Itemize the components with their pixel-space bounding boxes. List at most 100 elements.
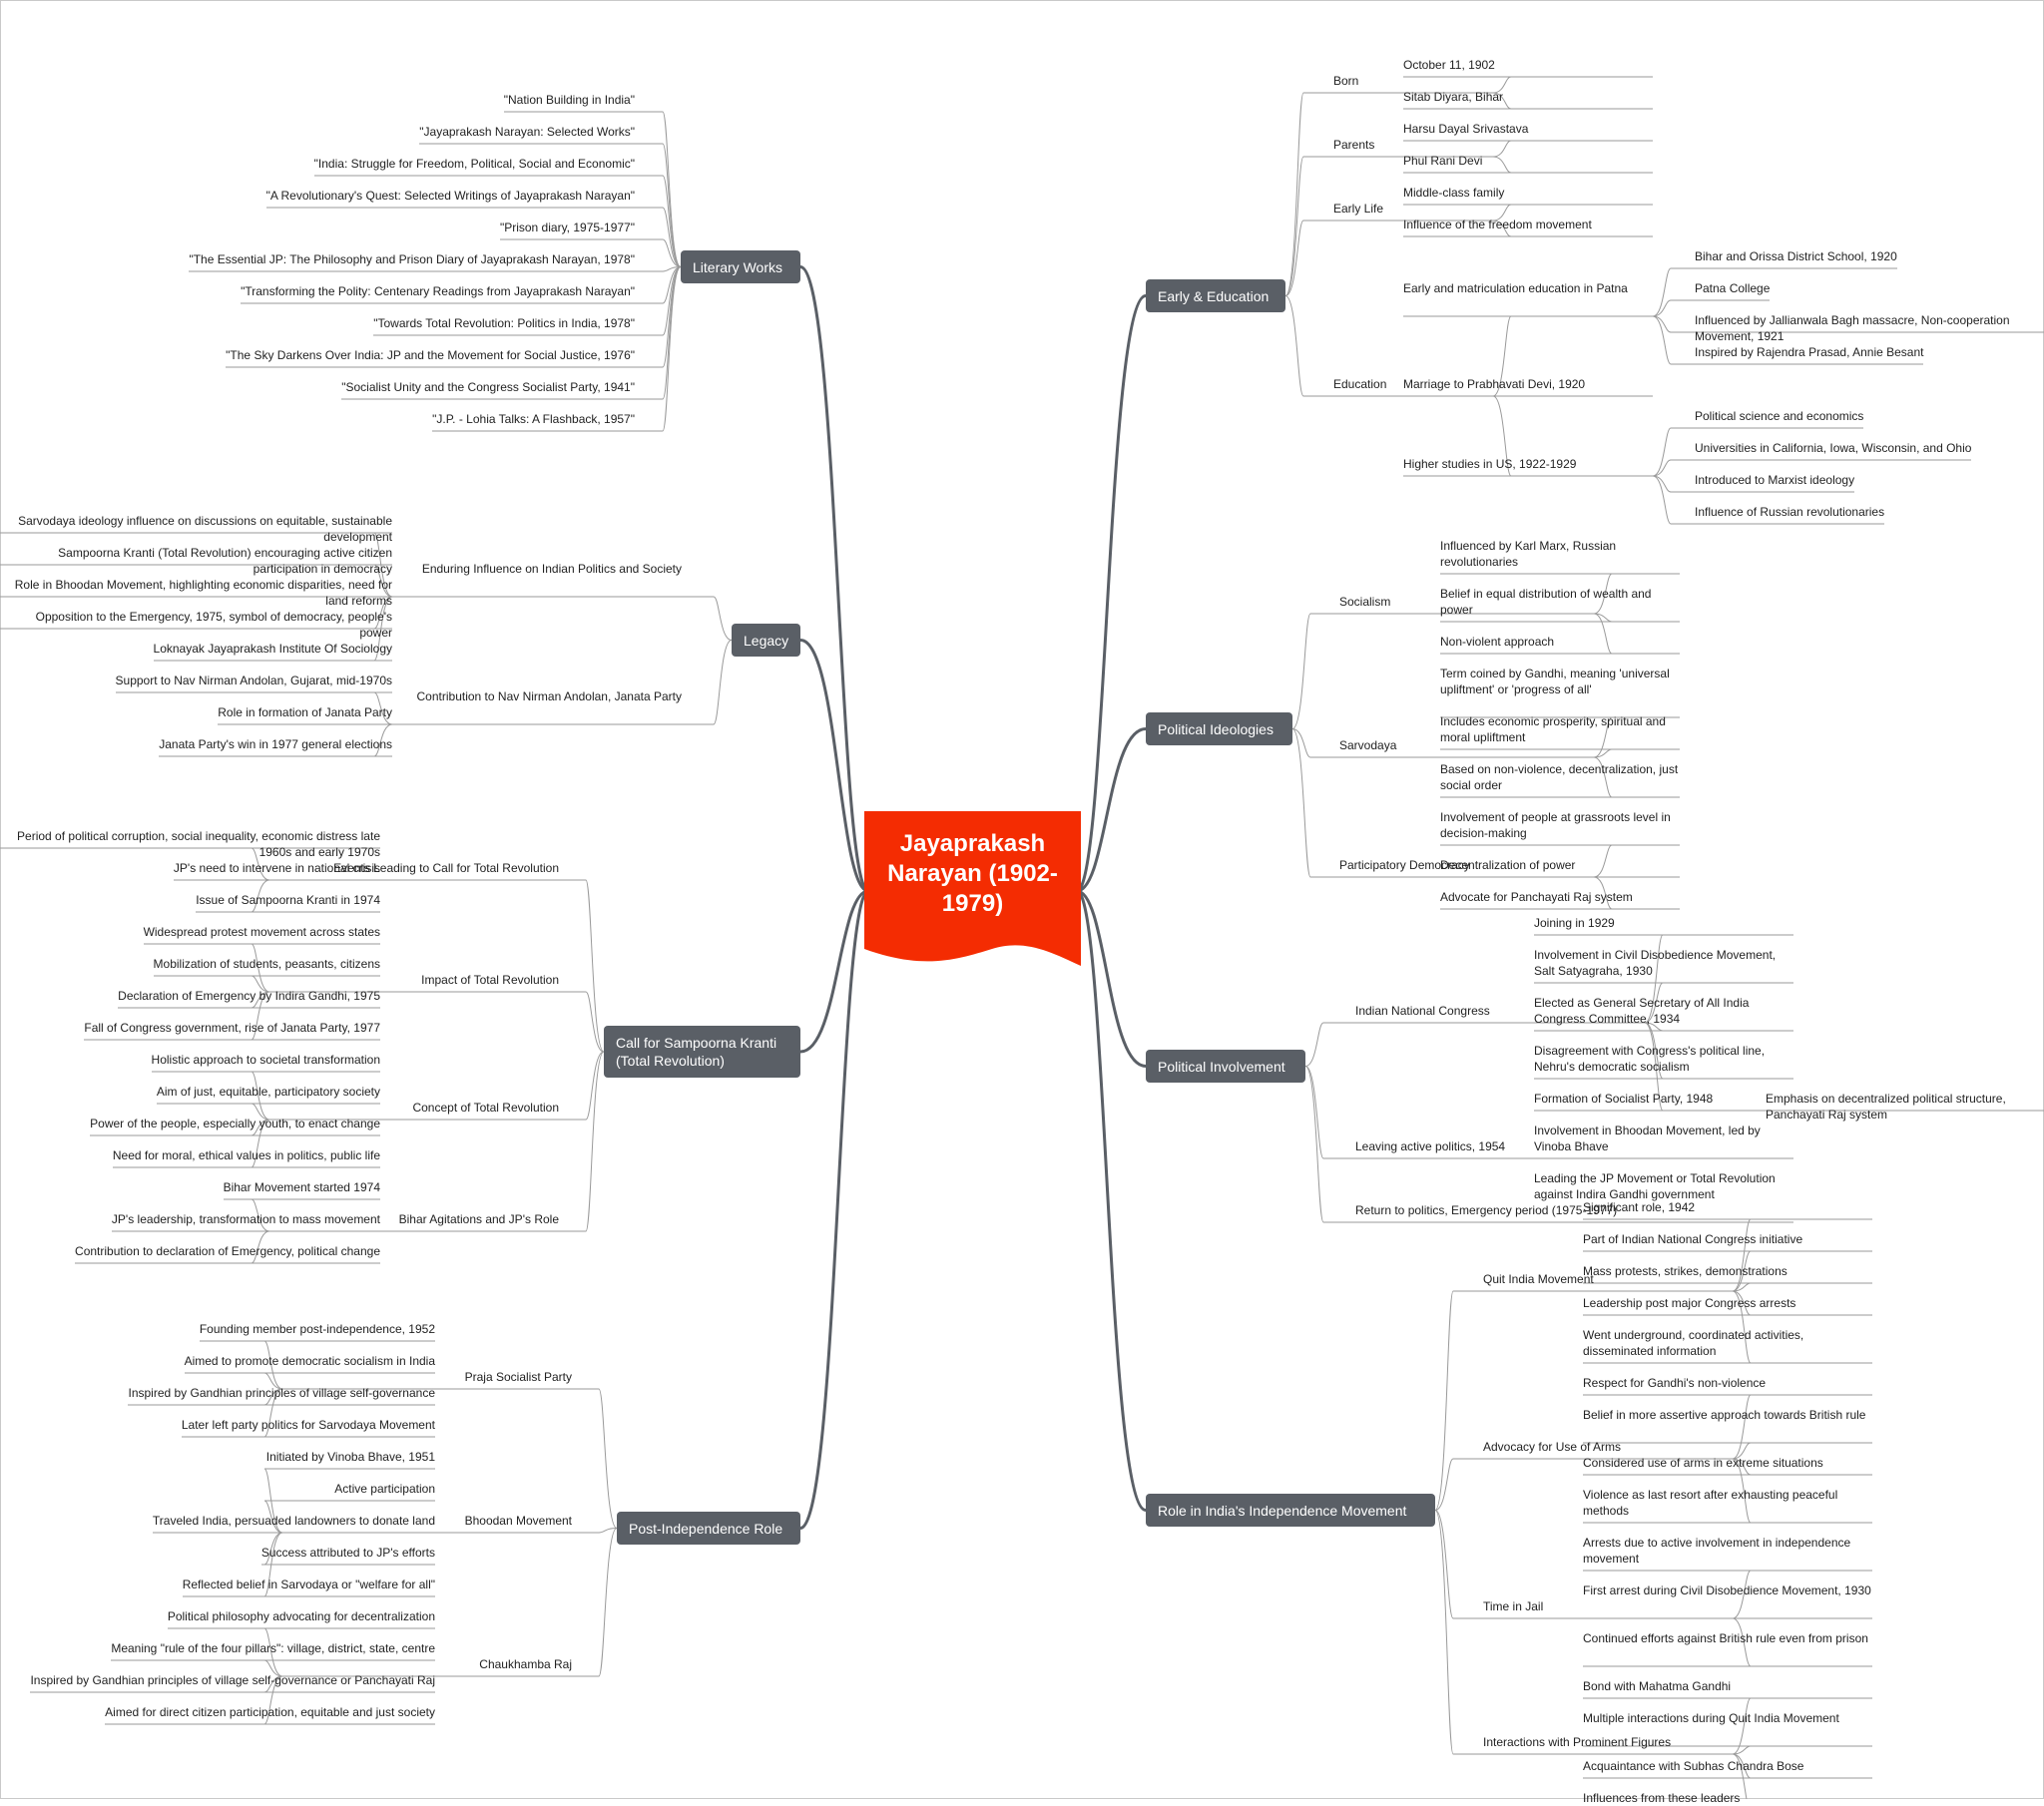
node-label[interactable]: Period of political corruption, social i… <box>17 829 380 859</box>
node-label[interactable]: Part of Indian National Congress initiat… <box>1583 1232 1803 1246</box>
node-label[interactable]: Sampoorna Kranti (Total Revolution) enco… <box>58 546 392 576</box>
node-label[interactable]: "Nation Building in India" <box>503 93 635 107</box>
node-label[interactable]: Influences from these leaders <box>1583 1791 1741 1805</box>
node-label[interactable]: Chaukhamba Raj <box>479 1657 572 1671</box>
node-label[interactable]: Opposition to the Emergency, 1975, symbo… <box>35 610 392 640</box>
node-label[interactable]: "J.P. - Lohia Talks: A Flashback, 1957" <box>432 412 635 426</box>
node-label[interactable]: First arrest during Civil Disobedience M… <box>1583 1583 1871 1597</box>
node-label[interactable]: Formation of Socialist Party, 1948 <box>1534 1092 1714 1106</box>
node-label[interactable]: Introduced to Marxist ideology <box>1695 473 1855 487</box>
node-label[interactable]: Support to Nav Nirman Andolan, Gujarat, … <box>115 674 392 687</box>
node-label[interactable]: Need for moral, ethical values in politi… <box>112 1148 380 1162</box>
node-label[interactable]: "The Sky Darkens Over India: JP and the … <box>226 348 635 362</box>
node-label[interactable]: Significant role, 1942 <box>1583 1200 1696 1214</box>
node-label[interactable]: Interactions with Prominent Figures <box>1483 1735 1672 1749</box>
node-label[interactable]: Bond with Mahatma Gandhi <box>1583 1679 1732 1693</box>
node-label[interactable]: Bhoodan Movement <box>464 1514 572 1528</box>
node-label[interactable]: Disagreement with Congress's political l… <box>1534 1044 1766 1074</box>
node-label[interactable]: Inspired by Gandhian principles of villa… <box>30 1673 435 1687</box>
node-label[interactable]: Involvement in Bhoodan Movement, led by … <box>1534 1124 1761 1153</box>
branch-kranti[interactable]: Call for Sampoorna Kranti (Total Revolut… <box>604 1026 800 1078</box>
node-label[interactable]: Early Life <box>1333 202 1384 216</box>
node-label[interactable]: Belief in more assertive approach toward… <box>1583 1408 1866 1422</box>
node-label[interactable]: Sarvodaya <box>1339 738 1397 752</box>
node-label[interactable]: "A Revolutionary's Quest: Selected Writi… <box>265 189 635 203</box>
branch-involvement[interactable]: Political Involvement <box>1146 1050 1305 1083</box>
branch-legacy[interactable]: Legacy <box>732 624 800 657</box>
node-label[interactable]: Belief in equal distribution of wealth a… <box>1440 587 1652 617</box>
node-label[interactable]: Acquaintance with Subhas Chandra Bose <box>1583 1759 1804 1773</box>
node-label[interactable]: Emphasis on decentralized political stru… <box>1766 1092 2006 1122</box>
node-label[interactable]: Elected as General Secretary of All Indi… <box>1534 996 1750 1026</box>
node-label[interactable]: Socialism <box>1339 595 1391 609</box>
node-label[interactable]: Continued efforts against British rule e… <box>1583 1631 1868 1645</box>
node-label[interactable]: Issue of Sampoorna Kranti in 1974 <box>196 893 380 907</box>
node-label[interactable]: Middle-class family <box>1403 186 1505 200</box>
node-label[interactable]: Declaration of Emergency by Indira Gandh… <box>118 989 380 1003</box>
node-label[interactable]: Includes economic prosperity, spiritual … <box>1440 714 1666 744</box>
node-label[interactable]: Leading the JP Movement or Total Revolut… <box>1534 1171 1776 1201</box>
node-label[interactable]: Harsu Dayal Srivastava <box>1403 122 1529 136</box>
branch-literary[interactable]: Literary Works <box>681 250 800 283</box>
node-label[interactable]: Aimed to promote democratic socialism in… <box>184 1354 435 1368</box>
branch-early[interactable]: Early & Education <box>1146 279 1285 312</box>
node-label[interactable]: Advocate for Panchayati Raj system <box>1440 890 1633 904</box>
node-label[interactable]: Active participation <box>334 1482 435 1496</box>
node-label[interactable]: Patna College <box>1695 281 1771 295</box>
node-label[interactable]: Phul Rani Devi <box>1403 154 1483 168</box>
node-label[interactable]: October 11, 1902 <box>1403 58 1495 72</box>
node-label[interactable]: Concept of Total Revolution <box>412 1101 559 1115</box>
node-label[interactable]: Traveled India, persuaded landowners to … <box>152 1514 435 1528</box>
node-label[interactable]: Events Leading to Call for Total Revolut… <box>333 861 559 875</box>
node-label[interactable]: Fall of Congress government, rise of Jan… <box>84 1021 380 1035</box>
node-label[interactable]: Mobilization of students, peasants, citi… <box>153 957 380 971</box>
node-label[interactable]: Sitab Diyara, Bihar <box>1403 90 1504 104</box>
node-label[interactable]: Sarvodaya ideology influence on discussi… <box>18 514 392 544</box>
node-label[interactable]: Time in Jail <box>1483 1599 1544 1613</box>
node-label[interactable]: Bihar Agitations and JP's Role <box>398 1212 559 1226</box>
node-label[interactable]: Loknayak Jayaprakash Institute Of Sociol… <box>153 642 392 656</box>
node-label[interactable]: Bihar and Orissa District School, 1920 <box>1695 249 1897 263</box>
node-label[interactable]: Quit India Movement <box>1483 1272 1594 1286</box>
node-label[interactable]: Education <box>1333 377 1387 391</box>
node-label[interactable]: Janata Party's win in 1977 general elect… <box>159 737 392 751</box>
node-label[interactable]: Reflected belief in Sarvodaya or "welfar… <box>182 1578 435 1591</box>
node-label[interactable]: "Socialist Unity and the Congress Social… <box>341 380 635 394</box>
node-label[interactable]: Based on non-violence, decentralization,… <box>1440 762 1679 792</box>
node-label[interactable]: Inspired by Gandhian principles of villa… <box>128 1386 435 1400</box>
node-label[interactable]: "Jayaprakash Narayan: Selected Works" <box>419 125 635 139</box>
node-label[interactable]: Meaning "rule of the four pillars": vill… <box>111 1641 435 1655</box>
node-label[interactable]: Widespread protest movement across state… <box>143 925 380 939</box>
node-label[interactable]: Inspired by Rajendra Prasad, Annie Besan… <box>1695 345 1924 359</box>
node-label[interactable]: Went underground, coordinated activities… <box>1583 1328 1804 1358</box>
node-label[interactable]: Contribution to declaration of Emergency… <box>75 1244 380 1258</box>
node-label[interactable]: Impact of Total Revolution <box>421 973 559 987</box>
branch-independence[interactable]: Role in India's Independence Movement <box>1146 1494 1435 1527</box>
node-label[interactable]: Marriage to Prabhavati Devi, 1920 <box>1403 377 1586 391</box>
node-label[interactable]: "The Essential JP: The Philosophy and Pr… <box>189 252 635 266</box>
node-label[interactable]: Bihar Movement started 1974 <box>223 1180 380 1194</box>
node-label[interactable]: Multiple interactions during Quit India … <box>1583 1711 1839 1725</box>
node-label[interactable]: Aimed for direct citizen participation, … <box>105 1705 435 1719</box>
node-label[interactable]: Later left party politics for Sarvodaya … <box>181 1418 435 1432</box>
node-label[interactable]: Participatory Democracy <box>1339 858 1470 872</box>
node-label[interactable]: Political science and economics <box>1695 409 1864 423</box>
node-label[interactable]: Contribution to Nav Nirman Andolan, Jana… <box>416 689 682 703</box>
node-label[interactable]: Considered use of arms in extreme situat… <box>1583 1456 1823 1470</box>
node-label[interactable]: Term coined by Gandhi, meaning 'universa… <box>1440 667 1670 696</box>
node-label[interactable]: Initiated by Vinoba Bhave, 1951 <box>265 1450 435 1464</box>
node-label[interactable]: Higher studies in US, 1922-1929 <box>1403 457 1577 471</box>
node-label[interactable]: Influence of the freedom movement <box>1403 218 1592 231</box>
node-label[interactable]: Mass protests, strikes, demonstrations <box>1583 1264 1788 1278</box>
node-label[interactable]: Violence as last resort after exhausting… <box>1583 1488 1838 1518</box>
node-label[interactable]: Respect for Gandhi's non-violence <box>1583 1376 1767 1390</box>
node-label[interactable]: Involvement of people at grassroots leve… <box>1440 810 1671 840</box>
node-label[interactable]: Universities in California, Iowa, Wiscon… <box>1695 441 1972 455</box>
node-label[interactable]: "India: Struggle for Freedom, Political,… <box>313 157 635 171</box>
node-label[interactable]: Joining in 1929 <box>1534 916 1615 930</box>
branch-ideologies[interactable]: Political Ideologies <box>1146 712 1292 745</box>
node-label[interactable]: Leadership post major Congress arrests <box>1583 1296 1796 1310</box>
node-label[interactable]: Decentralization of power <box>1440 858 1576 872</box>
node-label[interactable]: Involvement in Civil Disobedience Moveme… <box>1534 948 1777 978</box>
node-label[interactable]: Role in Bhoodan Movement, highlighting e… <box>14 578 392 608</box>
